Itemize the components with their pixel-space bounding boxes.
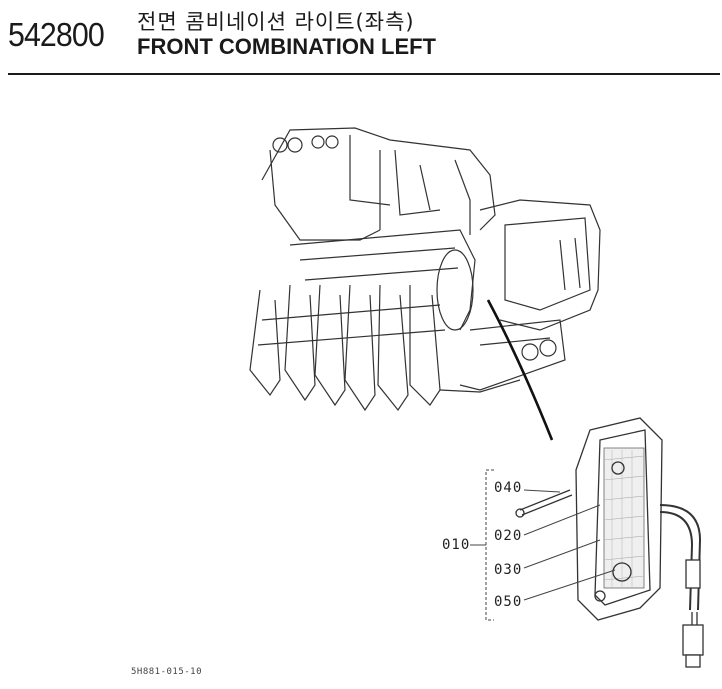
callout-020: 020 bbox=[494, 528, 523, 544]
callout-030: 030 bbox=[494, 562, 523, 578]
callout-leaders bbox=[470, 489, 616, 601]
callout-010: 010 bbox=[442, 537, 471, 553]
title-english: FRONT COMBINATION LEFT bbox=[137, 34, 436, 59]
title-korean: 전면 콤비네이션 라이트(좌측) bbox=[137, 10, 415, 34]
part-number: 542800 bbox=[8, 16, 105, 53]
leader-line bbox=[486, 299, 554, 441]
combination-lamp bbox=[575, 417, 704, 668]
callout-040: 040 bbox=[494, 480, 523, 496]
callout-050: 050 bbox=[494, 594, 523, 610]
screw-part bbox=[515, 489, 573, 518]
harvester-illustration bbox=[249, 127, 601, 412]
page-header: 542800 전면 콤비네이션 라이트(좌측) FRONT COMBINATIO… bbox=[0, 0, 722, 76]
drawing-code: 5H881-015-10 bbox=[131, 667, 203, 677]
parts-diagram bbox=[249, 127, 704, 668]
header-rule bbox=[8, 73, 720, 75]
callout-bracket bbox=[485, 469, 494, 621]
